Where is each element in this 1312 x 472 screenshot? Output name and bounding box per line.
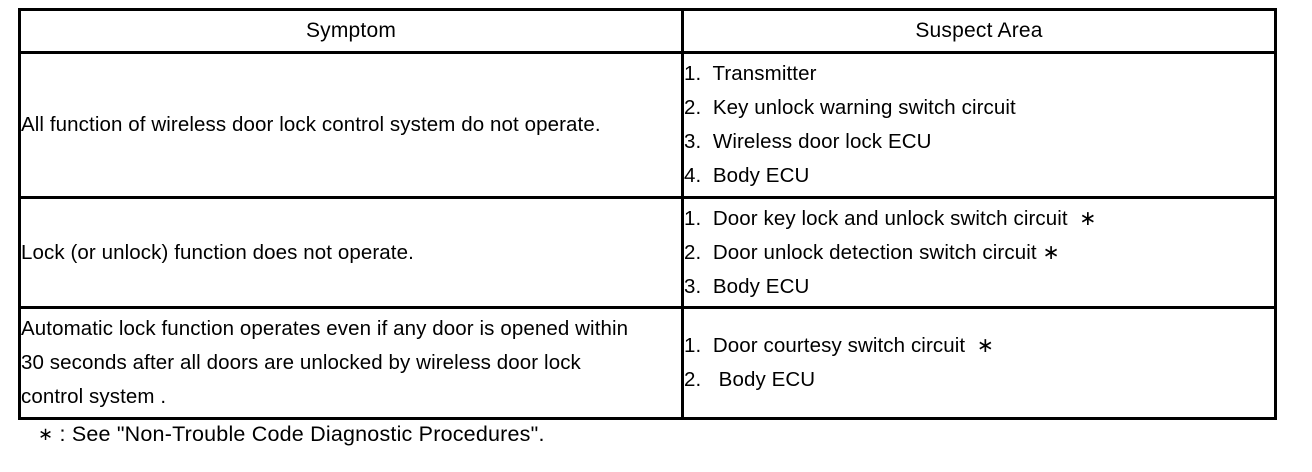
symptom-text-2: Lock (or unlock) function does not opera…: [21, 240, 414, 264]
column-header-suspect-area: Suspect Area: [681, 8, 1277, 54]
symptom-text-3-line-3: control system .: [21, 385, 167, 408]
symptom-text-3-line-2: 30 seconds after all doors are unlocked …: [21, 351, 581, 374]
table-header-row: Symptom Suspect Area: [18, 8, 1277, 54]
column-header-symptom: Symptom: [18, 8, 684, 54]
column-header-suspect-area-label: Suspect Area: [915, 19, 1043, 42]
symptom-text-1: All function of wireless door lock contr…: [21, 113, 601, 136]
suspect-item: 3. Wireless door lock ECU: [684, 130, 932, 153]
table-row: Lock (or unlock) function does not opera…: [18, 196, 1277, 309]
suspect-cell-3: 1. Door courtesy switch circuit ∗ 2. Bod…: [681, 306, 1277, 420]
suspect-item: 1. Door key lock and unlock switch circu…: [684, 206, 1097, 230]
footnote: ∗ : See "Non-Trouble Code Diagnostic Pro…: [38, 419, 545, 449]
suspect-list-3: 1. Door courtesy switch circuit ∗ 2. Bod…: [684, 329, 1274, 397]
suspect-item: 4. Body ECU: [684, 164, 810, 187]
footnote-text: : See "Non-Trouble Code Diagnostic Proce…: [53, 422, 545, 446]
table-row: All function of wireless door lock contr…: [18, 51, 1277, 199]
column-header-symptom-label: Symptom: [305, 19, 397, 42]
symptom-text-3-line-1: Automatic lock function operates even if…: [21, 317, 629, 340]
suspect-list-1: 1. Transmitter 2. Key unlock warning swi…: [684, 57, 1274, 193]
suspect-list-2: 1. Door key lock and unlock switch circu…: [684, 202, 1274, 304]
symptom-cell-3: Automatic lock function operates even if…: [18, 306, 684, 420]
symptom-cell-1: All function of wireless door lock contr…: [18, 51, 684, 199]
suspect-item: 1. Transmitter: [684, 62, 817, 85]
symptom-cell-2: Lock (or unlock) function does not opera…: [18, 196, 684, 309]
suspect-item: 2. Body ECU: [684, 368, 816, 391]
suspect-item: 1. Door courtesy switch circuit ∗: [684, 334, 995, 357]
suspect-item: 2. Key unlock warning switch circuit: [684, 96, 1016, 119]
table-row: Automatic lock function operates even if…: [18, 306, 1277, 420]
suspect-item: 3. Body ECU: [684, 274, 810, 298]
diagnostic-table: Symptom Suspect Area All function of wir…: [18, 8, 1277, 420]
asterisk-icon: ∗: [38, 424, 54, 444]
suspect-item: 2. Door unlock detection switch circuit …: [684, 240, 1060, 264]
suspect-cell-1: 1. Transmitter 2. Key unlock warning swi…: [681, 51, 1277, 199]
suspect-cell-2: 1. Door key lock and unlock switch circu…: [681, 196, 1277, 309]
